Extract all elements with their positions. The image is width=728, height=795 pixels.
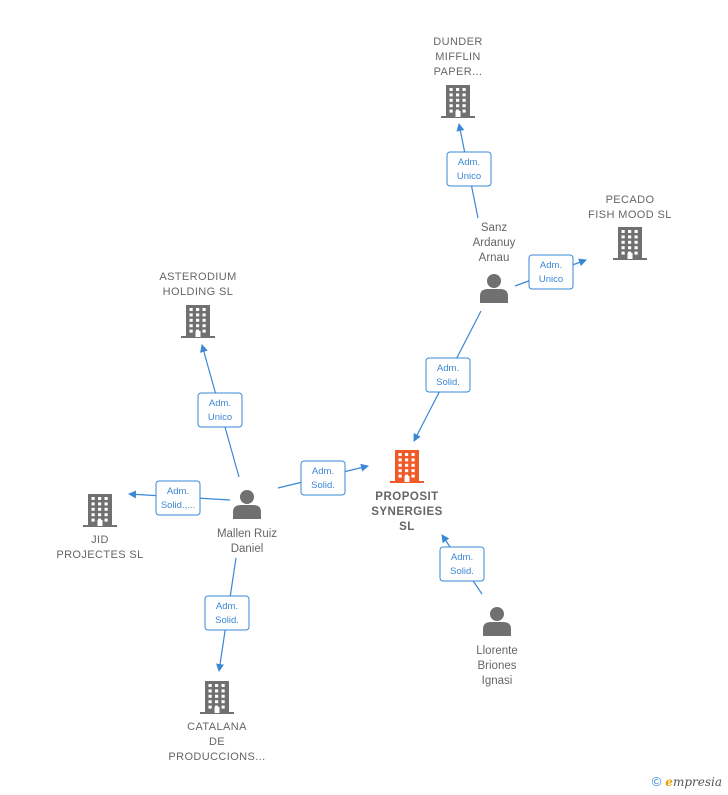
building-icon xyxy=(200,681,234,714)
copyright-symbol: © xyxy=(651,774,662,789)
edge-mallen-to-catalana: Adm. Solid. xyxy=(204,557,250,672)
node-label: Mallen Ruiz xyxy=(217,528,277,540)
company-node-proposit[interactable]: PROPOSIT SYNERGIES SL xyxy=(371,450,443,533)
footer-brand[interactable]: ©empresia xyxy=(652,774,722,789)
edge-label-text: Adm. xyxy=(312,466,334,477)
node-label: Ignasi xyxy=(482,675,513,687)
company-node-pecado[interactable]: PECADO FISH MOOD SL xyxy=(588,194,672,260)
building-icon xyxy=(441,85,475,118)
person-icon xyxy=(480,274,508,303)
building-icon xyxy=(613,227,647,260)
edge-label-text: Unico xyxy=(208,412,232,423)
edge-label-box[interactable]: Adm. Unico xyxy=(197,392,243,428)
building-icon xyxy=(83,494,117,527)
edge-label-text: Solid. xyxy=(450,566,474,577)
node-label: PAPER... xyxy=(434,66,483,78)
edge-label-text: Adm. xyxy=(437,363,459,374)
node-label: MIFFLIN xyxy=(435,51,481,63)
node-label: PROPOSIT xyxy=(375,491,438,503)
edge-label-text: Adm. xyxy=(540,260,562,271)
edge-label-text: Solid. xyxy=(311,480,335,491)
person-icon xyxy=(483,607,511,636)
edge-sanz-to-dunder: Adm. Unico xyxy=(446,123,492,219)
edge-label-text: Adm. xyxy=(458,157,480,168)
edge-mallen-to-proposit: Adm. Solid. xyxy=(277,460,369,496)
edge-label-text: Solid.,... xyxy=(161,500,195,511)
edge-label-text: Adm. xyxy=(216,601,238,612)
edge-sanz-to-proposit: Adm. Solid. xyxy=(413,310,482,442)
edge-label-text: Solid. xyxy=(215,615,239,626)
edge-label-box[interactable]: Adm. Unico xyxy=(528,254,574,290)
person-icon xyxy=(233,490,261,519)
edge-sanz-to-pecado: Adm. Unico xyxy=(514,254,587,290)
edge-label-box[interactable]: Adm. Solid. xyxy=(300,460,346,496)
edge-llorente-to-proposit: Adm. Solid. xyxy=(439,534,485,595)
edge-label-box[interactable]: Adm. Solid. xyxy=(425,357,471,393)
edge-label-text: Adm. xyxy=(451,552,473,563)
node-label: PECADO xyxy=(606,194,655,206)
node-label: DUNDER xyxy=(433,36,482,48)
building-icon xyxy=(390,450,424,483)
node-label: Daniel xyxy=(231,543,264,555)
node-label: JID xyxy=(91,534,109,546)
edge-label-box[interactable]: Adm. Solid. xyxy=(439,546,485,582)
edges-layer: Adm.UnicoAdm.UnicoAdm.Solid.Adm.UnicoAdm… xyxy=(128,123,587,672)
node-label: DE xyxy=(209,736,225,748)
company-node-asterodium[interactable]: ASTERODIUM HOLDING SL xyxy=(159,271,236,338)
node-label: HOLDING SL xyxy=(163,286,234,298)
edge-label-box[interactable]: Adm. Solid.,... xyxy=(155,480,201,516)
node-label: PROJECTES SL xyxy=(56,549,143,561)
nodes-layer: PROPOSIT SYNERGIES SL DUNDER MIFFLIN PAPER...… xyxy=(56,36,671,763)
brand-logo: empresia xyxy=(665,775,722,789)
node-label: SYNERGIES xyxy=(371,506,443,518)
node-label: FISH MOOD SL xyxy=(588,209,672,221)
company-node-dunder[interactable]: DUNDER MIFFLIN PAPER... xyxy=(433,36,482,118)
edge-label-box[interactable]: Adm. Unico xyxy=(446,151,492,187)
node-label: SL xyxy=(399,521,415,533)
node-label: ASTERODIUM xyxy=(159,271,236,283)
node-label: Arnau xyxy=(479,252,510,264)
node-label: Ardanuy xyxy=(473,237,516,249)
edge-label-box[interactable]: Adm. Solid. xyxy=(204,595,250,631)
building-icon xyxy=(181,305,215,338)
edge-mallen-to-asterodium: Adm. Unico xyxy=(197,344,243,478)
edge-label-text: Unico xyxy=(539,274,563,285)
node-label: PRODUCCIONS... xyxy=(168,751,265,763)
company-node-catalana[interactable]: CATALANA DE PRODUCCIONS... xyxy=(168,681,265,763)
node-label: Briones xyxy=(478,660,517,672)
edge-label-text: Adm. xyxy=(209,398,231,409)
edge-label-text: Unico xyxy=(457,171,481,182)
company-node-jid[interactable]: JID PROJECTES SL xyxy=(56,494,143,561)
edge-mallen-to-jid: Adm. Solid.,... xyxy=(128,480,231,516)
node-label: Sanz xyxy=(481,222,507,234)
edge-label-text: Solid. xyxy=(436,377,460,388)
edge-label-text: Adm. xyxy=(167,486,189,497)
node-label: Llorente xyxy=(476,645,518,657)
node-label: CATALANA xyxy=(187,721,247,733)
